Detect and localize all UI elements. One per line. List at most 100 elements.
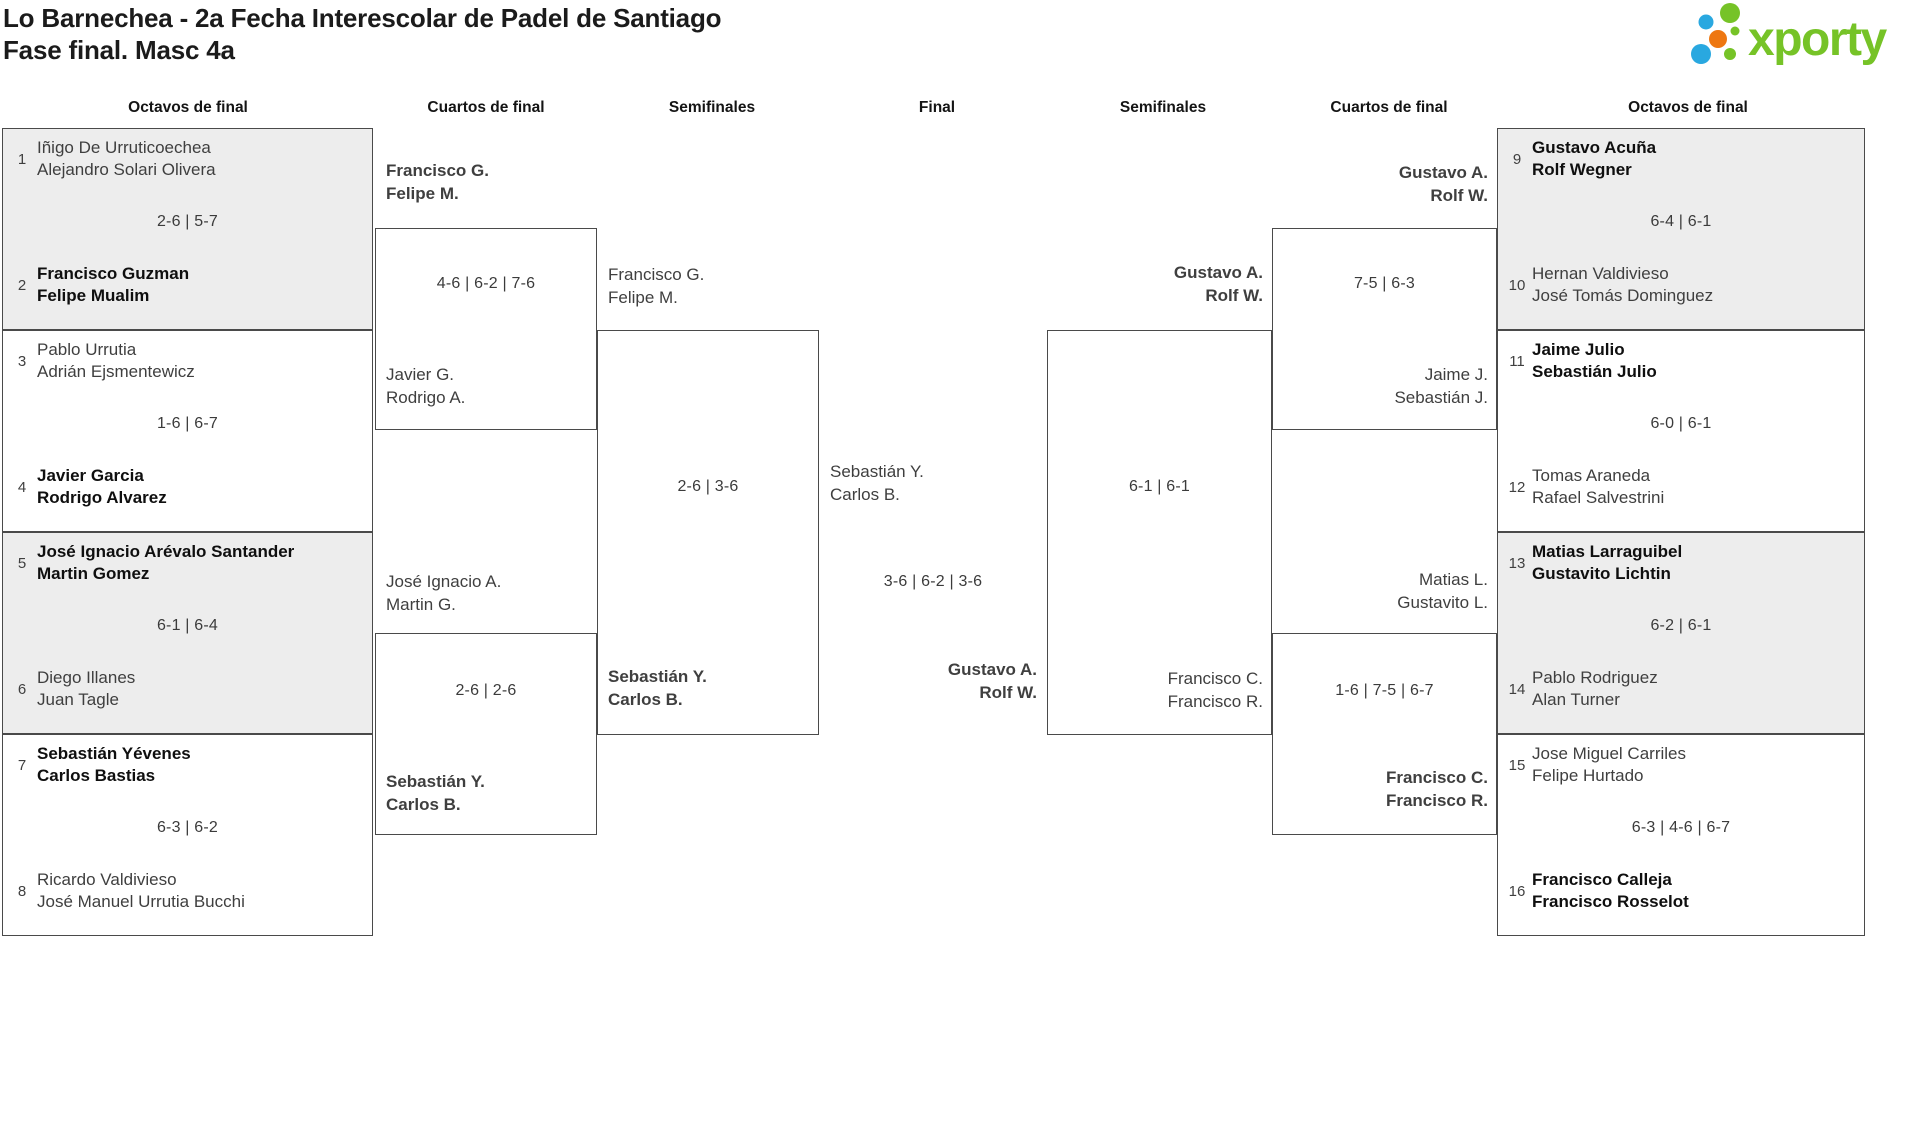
match-cuartos-left-2: José Ignacio A. Martin G. 2-6 | 2-6 Seba… — [375, 572, 597, 835]
team-member: Gustavo Acuña — [1532, 138, 1657, 157]
team-member: Sebastián Y. — [386, 772, 485, 791]
match-score: 4-6 | 6-2 | 7-6 — [436, 275, 536, 292]
team-member: Sebastián Julio — [1532, 362, 1657, 381]
team-member: Francisco C. — [1167, 669, 1263, 688]
team-member: Francisco R. — [1385, 791, 1488, 810]
team-row: 10 Hernan Valdivieso José Tomás Domingue… — [1506, 263, 1858, 307]
team-name: Tomas Araneda Rafael Salvestrini — [1532, 465, 1664, 509]
round-header-semis-left: Semifinales — [668, 99, 756, 116]
team-member: Jose Miguel Carriles — [1532, 744, 1686, 763]
team-row: 13 Matias Larraguibel Gustavito Lichtin — [1506, 541, 1858, 585]
seed-number: 10 — [1508, 276, 1526, 294]
round-header-cuartos-left: Cuartos de final — [427, 99, 545, 116]
team-member: Gustavo A. — [1398, 163, 1488, 182]
team-member: Ricardo Valdivieso — [37, 870, 177, 889]
match-score: 6-1 | 6-1 — [1128, 478, 1191, 495]
seed-number: 7 — [17, 756, 27, 774]
seed-number: 3 — [17, 352, 27, 370]
team-member: Rodrigo Alvarez — [37, 488, 167, 507]
team-member: Adrián Ejsmentewicz — [37, 362, 195, 381]
xporty-logo[interactable]: xporty — [1686, 2, 1887, 78]
match-cuartos-right-2: Matias L. Gustavito L. 1-6 | 7-5 | 6-7 F… — [1272, 570, 1497, 835]
team-name: Pablo Rodriguez Alan Turner — [1532, 667, 1658, 711]
team-member: Rolf W. — [979, 683, 1037, 702]
team-name: Gustavo Acuña Rolf Wegner — [1532, 137, 1656, 181]
team-row: 8 Ricardo Valdivieso José Manuel Urrutia… — [11, 869, 366, 913]
team-name: Francisco C. Francisco R. — [1386, 766, 1488, 812]
team-member: Matias L. — [1419, 570, 1488, 589]
round-header-octavos-right: Octavos de final — [1628, 99, 1748, 116]
seed-number: 8 — [17, 882, 27, 900]
team-name: Javier Garcia Rodrigo Alvarez — [37, 465, 167, 509]
team-member: Carlos B. — [608, 690, 683, 709]
match-octavos-left-2: 3 Pablo Urrutia Adrián Ejsmentewicz 1-6 … — [2, 330, 373, 532]
seed-number: 14 — [1508, 680, 1526, 698]
match-score: 1-6 | 7-5 | 6-7 — [1335, 682, 1434, 699]
team-member: Rolf W. — [1430, 186, 1488, 205]
seed-number: 13 — [1508, 554, 1526, 572]
seed-number: 6 — [17, 680, 27, 698]
team-name: Matias Larraguibel Gustavito Lichtin — [1532, 541, 1682, 585]
match-score: 1-6 | 6-7 — [156, 415, 219, 432]
team-member: Rodrigo A. — [386, 388, 466, 407]
match-cuartos-right-1: Gustavo A. Rolf W. 7-5 | 6-3 Jaime J. Se… — [1272, 163, 1497, 430]
team-member: Rolf Wegner — [1532, 160, 1632, 179]
team-member: José Ignacio A. — [386, 572, 502, 591]
seed-number: 16 — [1508, 882, 1526, 900]
team-row: 2 Francisco Guzman Felipe Mualim — [11, 263, 366, 307]
match-score: 7-5 | 6-3 — [1353, 275, 1416, 292]
team-member: Carlos B. — [386, 795, 461, 814]
team-member: Rolf W. — [1205, 286, 1263, 305]
team-member: Felipe M. — [608, 288, 678, 307]
team-name: Iñigo De Urruticoechea Alejandro Solari … — [37, 137, 216, 181]
match-octavos-left-3: 5 José Ignacio Arévalo Santander Martin … — [2, 532, 373, 734]
team-member: Gustavito L. — [1397, 593, 1488, 612]
team-name: Sebastián Y. Carlos B. — [608, 665, 707, 711]
round-header-octavos-left: Octavos de final — [128, 99, 248, 116]
team-member: Sebastián Yévenes — [37, 744, 191, 763]
team-member: Martin G. — [386, 595, 456, 614]
team-member: Felipe Mualim — [37, 286, 150, 305]
team-member: Francisco Guzman — [37, 264, 190, 283]
team-member: Gustavito Lichtin — [1532, 564, 1671, 583]
team-member: José Manuel Urrutia Bucchi — [37, 892, 245, 911]
match-score: 6-3 | 6-2 — [156, 819, 219, 836]
team-member: Jaime Julio — [1532, 340, 1625, 359]
team-member: Jaime J. — [1424, 365, 1488, 384]
match-score: 3-6 | 6-2 | 3-6 — [883, 573, 983, 590]
team-member: Francisco R. — [1167, 692, 1263, 711]
match-score: 6-2 | 6-1 — [1650, 617, 1712, 634]
team-name: Sebastián Y. Carlos B. — [386, 770, 485, 816]
team-member: Gustavo A. — [1173, 263, 1263, 282]
team-member: Felipe Hurtado — [1532, 766, 1644, 785]
match-score: 6-0 | 6-1 — [1650, 415, 1712, 432]
logo-dots-icon — [1691, 3, 1740, 64]
team-member: Sebastián J. — [1394, 388, 1488, 407]
team-row: 6 Diego Illanes Juan Tagle — [11, 667, 366, 711]
team-name: Francisco G. Felipe M. — [608, 263, 704, 309]
team-name: Ricardo Valdivieso José Manuel Urrutia B… — [37, 869, 245, 913]
team-member: Javier G. — [386, 365, 455, 384]
match-octavos-left-1: 1 Iñigo De Urruticoechea Alejandro Solar… — [2, 128, 373, 330]
team-name: Jose Miguel Carriles Felipe Hurtado — [1532, 743, 1686, 787]
team-member: Alan Turner — [1532, 690, 1620, 709]
team-name: Francisco C. Francisco R. — [1168, 667, 1263, 713]
team-member: Carlos B. — [830, 485, 900, 504]
team-name: Francisco Guzman Felipe Mualim — [37, 263, 189, 307]
page-title: Lo Barnechea - 2a Fecha Interescolar de … — [3, 2, 722, 66]
team-name: Jaime Julio Sebastián Julio — [1532, 339, 1657, 383]
match-octavos-right-2: 11 Jaime Julio Sebastián Julio 6-0 | 6-1… — [1497, 330, 1865, 532]
team-member: Francisco G. — [386, 161, 489, 180]
seed-number: 1 — [17, 150, 27, 168]
match-score: 2-6 | 2-6 — [455, 682, 517, 699]
team-name: Jaime J. Sebastián J. — [1394, 363, 1488, 409]
team-row: 11 Jaime Julio Sebastián Julio — [1506, 339, 1858, 383]
match-score: 2-6 | 3-6 — [677, 478, 739, 495]
team-name: Sebastián Y. Carlos B. — [830, 460, 924, 506]
team-member: Francisco Rosselot — [1532, 892, 1689, 911]
team-member: Gustavo A. — [947, 660, 1037, 679]
team-name: José Ignacio Arévalo Santander Martin Go… — [37, 541, 294, 585]
team-row: 15 Jose Miguel Carriles Felipe Hurtado — [1506, 743, 1858, 787]
round-header-cuartos-right: Cuartos de final — [1330, 99, 1448, 116]
team-row: 14 Pablo Rodriguez Alan Turner — [1506, 667, 1858, 711]
